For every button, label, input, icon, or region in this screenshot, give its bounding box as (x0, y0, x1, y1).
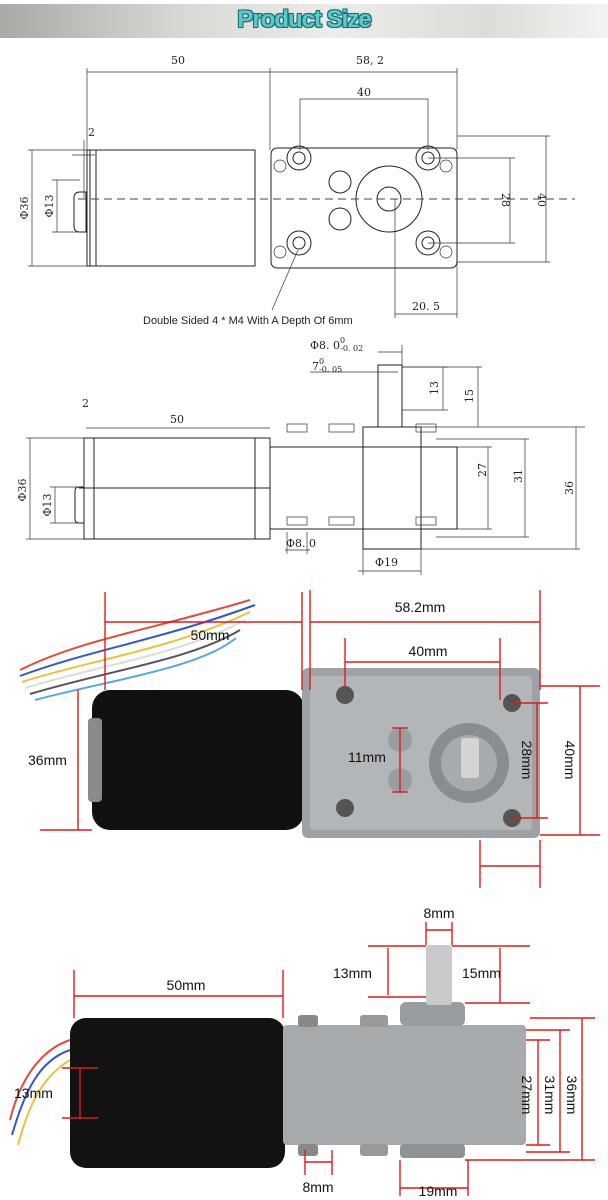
wires-side (9, 1039, 71, 1146)
photo-dim-screw-diameter: 8mm (302, 1179, 333, 1195)
dim-gearbox-inner: 27 (476, 463, 489, 477)
photo-dim-motor-diameter: 36mm (28, 752, 67, 768)
photo-side-dimension-lines (62, 922, 595, 1196)
photo-dim-gearbox-inner: 27mm (519, 1076, 535, 1115)
motor-outline (73, 149, 256, 267)
dim-motor-diameter: Φ36 (18, 196, 31, 219)
dim-hole-spacing-y: 28 (499, 193, 512, 207)
motor-side-photo (70, 1018, 285, 1168)
dim-screw-diameter: Φ8. 0 (286, 537, 316, 550)
dim-side-motor-length: 50 (170, 413, 184, 426)
side-outline (74, 364, 458, 550)
drawing-side-view: Φ8. 00-0. 02 70-0. 05 13 15 2 50 Φ36 Φ13… (16, 336, 585, 575)
title-banner: Product Size (0, 4, 608, 38)
dim-motor-length: 50 (171, 54, 185, 67)
photo-side-view: 8mm 13mm 15mm 50mm 13mm 27mm 31mm 36mm 8… (9, 905, 595, 1199)
page-title: Product Size (237, 6, 371, 33)
photo-dim-hole-spacing-y: 28mm (519, 741, 535, 780)
dim-shaft-length: 15 (463, 389, 476, 403)
mounting-hole-note: Double Sided 4 * M4 With A Depth Of 6mm (143, 315, 353, 327)
dim-gearbox-total: 36 (563, 481, 576, 495)
photo-dim-motor-length: 50mm (167, 977, 206, 993)
photo-dim-gearbox-total: 36mm (564, 1076, 580, 1115)
wires-illustration (19, 599, 256, 701)
dim-shaft-diameter: Φ8. 00-0. 02 (310, 336, 363, 353)
dim-gearbox-mid: 31 (512, 469, 525, 483)
photo-dim-flat-length: 13mm (333, 965, 372, 981)
dim-flange: 2 (88, 126, 95, 139)
dim-shaft-offset: 20. 5 (412, 300, 440, 313)
dim-side-flange: 2 (82, 397, 89, 410)
dim-side-motor-diameter: Φ36 (16, 478, 29, 501)
dim-hub-diameter: Φ19 (375, 556, 398, 569)
side-dimension-lines (26, 345, 585, 575)
photo-top-dimension-lines (40, 590, 600, 888)
gearbox-side-photo (283, 945, 526, 1158)
photo-dim-gearbox-length: 58.2mm (395, 599, 446, 615)
photo-dim-shaft-diameter: 8mm (423, 905, 454, 921)
dim-gearbox-length: 58, 2 (356, 54, 384, 67)
photo-dim-boss-diameter: 13mm (14, 1085, 53, 1101)
gearbox-photo (302, 668, 540, 838)
gearbox-outline (270, 145, 458, 269)
photo-front-view: 58.2mm 50mm 40mm 36mm 11mm 28mm 40mm (19, 590, 600, 888)
dim-hole-spacing-x: 40 (357, 86, 371, 99)
photo-dim-shaft-length: 15mm (462, 965, 501, 981)
drawing-front-view: 50 58, 2 40 2 Φ36 Φ13 28 40 20. 5 Double… (18, 54, 575, 327)
photo-dim-hub-diameter: 19mm (419, 1183, 458, 1199)
photo-dim-boss-spacing: 11mm (348, 749, 386, 765)
dim-flat-width: 70-0. 05 (312, 357, 342, 374)
photo-dim-hole-spacing-x: 40mm (409, 643, 448, 659)
dimension-lines (28, 68, 550, 318)
dim-flat-length: 13 (428, 381, 441, 395)
motor-body-photo (88, 690, 304, 830)
dim-boss-diameter: Φ13 (43, 194, 56, 217)
photo-dim-motor-length: 50mm (191, 627, 230, 643)
dim-side-boss-diameter: Φ13 (41, 493, 54, 516)
dim-gearbox-height: 40 (535, 193, 548, 207)
photo-dim-gearbox-height: 40mm (562, 741, 578, 780)
photo-dim-gearbox-mid: 31mm (542, 1076, 558, 1115)
